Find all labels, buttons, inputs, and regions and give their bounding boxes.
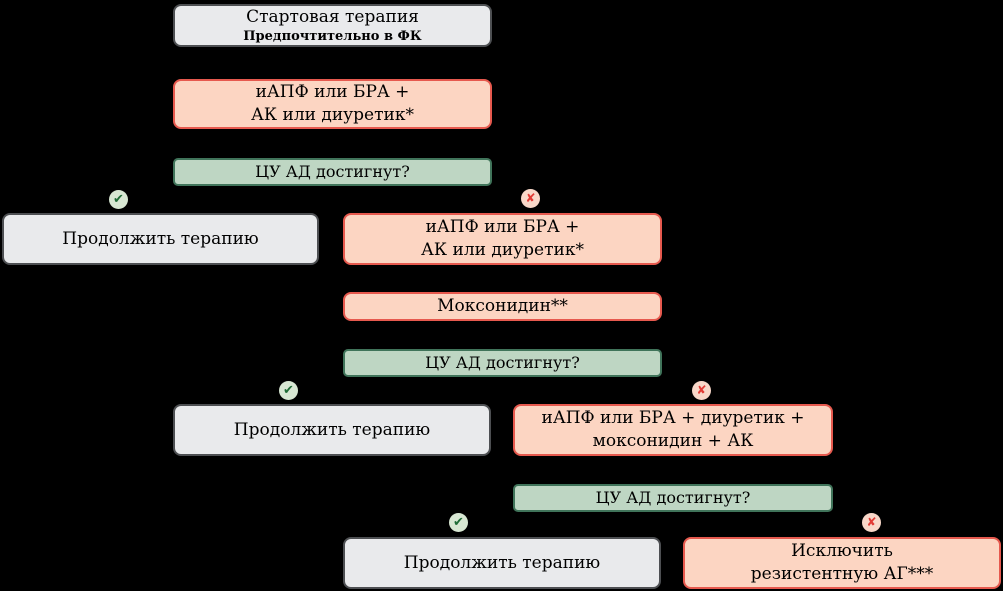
node-step2-line1: иАПФ или БРА + [425,217,580,237]
node-step2-therapy: иАПФ или БРА + АК или диуретик* [343,213,662,265]
node-start-therapy-title: Стартовая терапия [246,7,419,27]
check-icon: ✔ [449,513,468,532]
node-continue-2-label: Продолжить терапию [233,419,431,440]
node-continue-therapy-3: Продолжить терапию [343,537,661,589]
node-exclude-line2: резистентную АГ*** [750,564,934,584]
node-exclude-resistant-hypertension: Исключить резистентную АГ*** [683,537,1001,589]
node-continue-1-label: Продолжить терапию [62,228,259,249]
node-step3-therapy: иАПФ или БРА + диуретик + моксонидин + А… [513,404,833,456]
node-question-1-label: ЦУ АД достигнут? [255,162,410,181]
node-question-3-label: ЦУ АД достигнут? [595,488,751,507]
node-step3-line2: моксонидин + АК [592,431,754,451]
node-moxonidine-label: Моксонидин** [437,296,568,316]
node-step3-line1: иАПФ или БРА + диуретик + [541,408,805,428]
node-question-1: ЦУ АД достигнут? [173,158,492,186]
cross-glyph: ✘ [525,191,536,205]
cross-glyph: ✘ [696,383,707,397]
cross-icon: ✘ [862,513,881,532]
node-continue-therapy-2: Продолжить терапию [173,404,491,456]
node-step1-line2: АК или диуретик* [251,105,414,125]
node-step1-line1: иАПФ или БРА + [255,82,410,102]
node-moxonidine: Моксонидин** [343,292,662,321]
check-glyph: ✔ [283,383,294,398]
node-start-therapy-subtitle: Предпочтительно в ФК [243,29,422,44]
cross-glyph: ✘ [866,515,877,529]
node-question-2-label: ЦУ АД достигнут? [425,353,580,372]
node-continue-3-label: Продолжить терапию [403,552,601,573]
check-icon: ✔ [109,190,128,209]
node-step1-therapy: иАПФ или БРА + АК или диуретик* [173,79,492,129]
check-glyph: ✔ [113,192,124,207]
node-step2-line2: АК или диуретик* [421,240,584,260]
node-continue-therapy-1: Продолжить терапию [2,213,319,265]
node-question-2: ЦУ АД достигнут? [343,349,662,377]
cross-icon: ✘ [692,381,711,400]
check-glyph: ✔ [453,515,464,530]
cross-icon: ✘ [521,189,540,208]
node-question-3: ЦУ АД достигнут? [513,484,833,512]
node-start-therapy: Стартовая терапия Предпочтительно в ФК [173,4,492,47]
node-exclude-line1: Исключить [791,541,893,561]
check-icon: ✔ [279,381,298,400]
